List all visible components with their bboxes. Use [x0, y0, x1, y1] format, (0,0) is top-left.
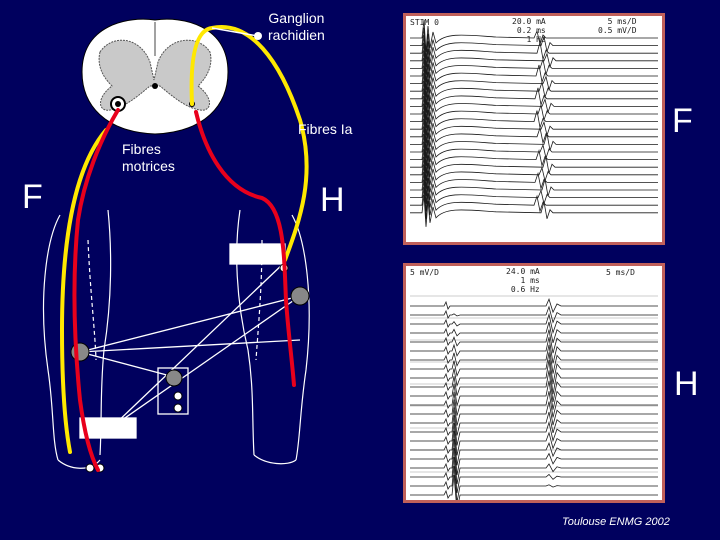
f-wave-trace: [410, 118, 658, 151]
h-reflex-trace: [410, 438, 658, 476]
h-reflex-trace: [410, 474, 658, 500]
f-wave-trace: [410, 149, 658, 182]
h-reflex-trace: [410, 391, 658, 418]
f-wave-trace: [410, 171, 658, 205]
motor-fiber-right: [194, 110, 296, 387]
h-reflex-trace: [410, 344, 658, 374]
leg-electrode-right: [229, 243, 286, 265]
h-reflex-trace: [410, 359, 658, 395]
f-wave-trace: [410, 73, 658, 106]
spinal-cord-section: [81, 18, 229, 135]
central-canal: [152, 83, 158, 89]
h-reflex-trace: [410, 447, 658, 485]
h-reflex-trace: [410, 380, 658, 410]
f-wave-label-right: F: [672, 102, 693, 140]
f-wave-trace: [410, 50, 658, 83]
f-wave-trace: [410, 179, 658, 212]
f-wave-recording-panel: STIM 0 20.0 mA 0.2 ms 1 Hz 5 ms/D 0.5 mV…: [403, 13, 665, 245]
h-panel-header-right: 5 ms/D: [606, 268, 635, 277]
f-wave-trace: [410, 141, 658, 174]
h-panel-header-mid: 24.0 mA 1 ms 0.6 Hz: [506, 267, 540, 294]
grey-matter: [98, 39, 212, 111]
legs-outline: [42, 209, 310, 469]
h-reflex-trace: [410, 305, 658, 324]
h-reflex-traces: [410, 295, 658, 500]
f-wave-traces: [410, 19, 658, 227]
motor-fiber-left: [72, 108, 120, 472]
f-wave-trace: [410, 95, 658, 129]
reflex-pathway-diagram: [42, 18, 310, 473]
h-reflex-trace: [410, 456, 658, 494]
f-wave-trace: [410, 187, 658, 220]
afferent-fiber-left: [59, 128, 108, 454]
afferent-fiber-ia: [189, 24, 309, 262]
f-wave-trace: [410, 80, 658, 113]
f-wave-label-left: F: [22, 178, 43, 216]
h-reflex-trace: [410, 430, 658, 466]
f-wave-trace: [410, 88, 658, 121]
h-reflex-trace: [410, 329, 658, 354]
f-wave-trace: [410, 57, 658, 91]
h-reflex-trace: [410, 415, 658, 446]
f-panel-header-right: 5 ms/D 0.5 mV/D: [598, 17, 637, 35]
f-wave-trace: [410, 103, 658, 136]
h-reflex-label-center: H: [320, 181, 345, 219]
electrode-dots: [70, 263, 310, 473]
fibres-ia-label: Fibres Ia: [298, 121, 353, 137]
f-wave-trace: [410, 42, 658, 75]
f-wave-trace: [410, 111, 658, 144]
h-reflex-trace: [410, 298, 658, 314]
h-reflex-trace: [410, 407, 658, 436]
f-panel-header-left: STIM 0: [410, 18, 439, 27]
h-reflex-trace: [410, 399, 658, 426]
leg-electrode-left: [79, 417, 137, 439]
h-reflex-trace: [410, 465, 658, 500]
f-wave-trace: [410, 164, 658, 197]
f-wave-trace: [410, 35, 658, 68]
h-reflex-label-right: H: [674, 365, 699, 403]
footer-credit: Toulouse ENMG 2002: [562, 516, 670, 528]
h-reflex-trace: [410, 422, 658, 456]
h-reflex-trace: [410, 352, 658, 385]
h-reflex-trace: [410, 370, 658, 403]
f-panel-header-mid: 20.0 mA 0.2 ms 1 Hz: [512, 17, 546, 44]
h-panel-header-left: 5 mV/D: [410, 268, 439, 277]
h-reflex-recording-panel: 5 mV/D 24.0 mA 1 ms 0.6 Hz 5 ms/D: [403, 263, 665, 503]
ganglion-dot: [254, 32, 262, 40]
f-wave-trace: [410, 65, 658, 98]
electrode-box: [157, 367, 189, 415]
h-reflex-trace: [410, 337, 658, 364]
stimulation-apparatus: [79, 243, 301, 439]
f-wave-trace: [410, 194, 658, 227]
ganglion-label: Ganglion rachidien: [268, 10, 325, 43]
h-reflex-trace: [410, 321, 658, 344]
h-reflex-trace: [410, 312, 658, 335]
f-wave-trace: [410, 27, 658, 60]
f-wave-trace: [410, 126, 658, 159]
fibres-motrices-label: Fibres motrices: [122, 141, 175, 174]
f-wave-trace: [410, 133, 658, 167]
f-wave-trace: [410, 156, 658, 189]
f-wave-trace: [410, 19, 658, 53]
